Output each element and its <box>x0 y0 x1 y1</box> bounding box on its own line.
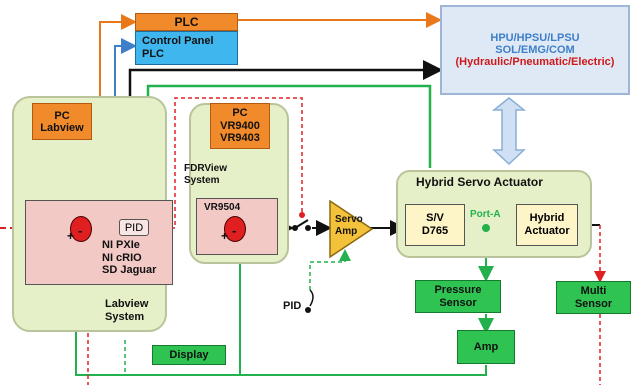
control-panel-label: Control Panel PLC <box>142 34 214 60</box>
pid-contact <box>305 307 311 313</box>
hybrid-title: Hybrid Servo Actuator <box>416 175 543 189</box>
line-amp-feedback <box>232 246 487 376</box>
labview-system-label: Labview System <box>105 298 149 323</box>
amp-box: Amp <box>457 330 515 364</box>
hpu-box: HPU/HPSU/LPSU SOL/EMG/COM (Hydraulic/Pne… <box>440 5 630 95</box>
labview-pid-box: PID <box>119 219 149 236</box>
hpu-line2: SOL/EMG/COM <box>495 44 575 56</box>
plc-box: PLC <box>135 13 238 31</box>
port-a-node <box>482 224 490 232</box>
hybrid-actuator-label: Hybrid Actuator <box>524 211 570 237</box>
switch-contact <box>305 225 311 231</box>
fdrview-pc-label: PC VR9400 VR9403 <box>220 107 260 145</box>
amp-label: Amp <box>473 341 499 353</box>
pid-switch-label: PID <box>283 300 302 312</box>
control-panel-plc-box: Control Panel PLC <box>135 31 238 65</box>
labview-summing-junction <box>70 216 92 242</box>
servo-amp-triangle <box>329 200 373 258</box>
labview-hardware-label: NI PXIe NI cRIO SD Jaguar <box>102 239 157 277</box>
display-label: Display <box>169 349 209 361</box>
port-a-label: Port-A <box>470 209 501 220</box>
labview-controller-box <box>25 200 173 285</box>
line-pid-servoamp <box>309 249 351 290</box>
pressure-sensor-label: Pressure Sensor <box>434 283 482 309</box>
labview-pc-label: PC Labview <box>40 109 84 134</box>
labview-sum-plus: + <box>67 229 75 243</box>
sv-label: S/V D765 <box>421 211 449 237</box>
fdrview-system-label: FDRView System <box>184 163 227 186</box>
servo-amp-label: Servo Amp <box>335 214 363 237</box>
hpu-double-arrow <box>491 97 527 166</box>
fdrview-controller-label: VR9504 <box>204 202 241 213</box>
fdrview-summing-junction <box>224 216 246 242</box>
multi-sensor-label: Multi Sensor <box>574 284 613 310</box>
fdrview-sum-minus: - <box>232 223 237 238</box>
multi-sensor-box: Multi Sensor <box>556 281 631 314</box>
plc-title: PLC <box>174 15 199 29</box>
hybrid-actuator-box: Hybrid Actuator <box>516 204 578 246</box>
labview-pid-label: PID <box>124 221 144 234</box>
switch-contact <box>299 212 305 218</box>
display-box: Display <box>152 345 226 365</box>
sv-box: S/V D765 <box>405 204 465 246</box>
fdrview-sum-plus: + <box>221 229 229 243</box>
pressure-sensor-box: Pressure Sensor <box>415 280 501 313</box>
labview-sum-minus: - <box>78 223 83 238</box>
hpu-line3: (Hydraulic/Pneumatic/Electric) <box>455 56 615 68</box>
hpu-line1: HPU/HPSU/LPSU <box>490 32 580 44</box>
switch-blade <box>294 219 309 229</box>
pid-switch-arc <box>309 289 314 307</box>
fdrview-pc-box: PC VR9400 VR9403 <box>210 103 270 149</box>
labview-pc-box: PC Labview <box>32 103 92 140</box>
